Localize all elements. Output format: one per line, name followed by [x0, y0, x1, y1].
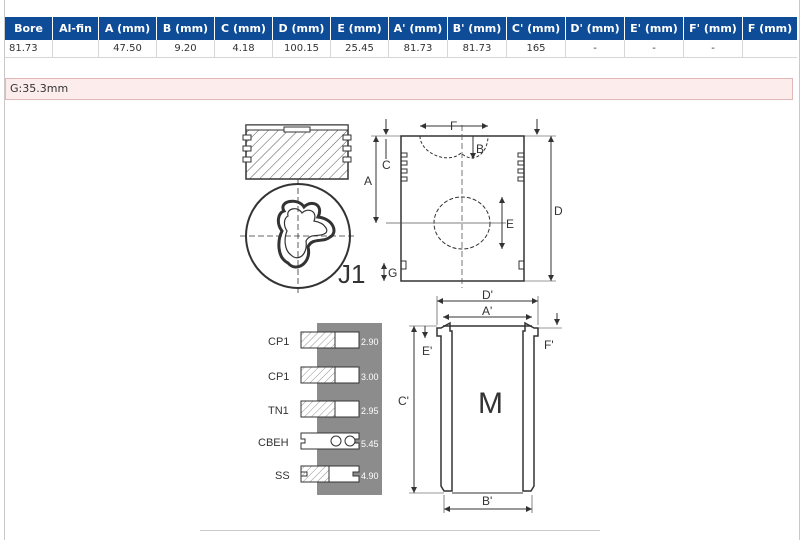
header-c-prime: C' (mm) [506, 17, 566, 40]
dim-label-a-prime: A' [482, 304, 492, 318]
cell-b-prime: 81.73 [447, 40, 507, 58]
cell-a: 47.50 [98, 40, 157, 58]
header-f: F (mm) [742, 17, 797, 40]
dim-label-c-prime: C' [398, 394, 409, 408]
ring-5-value: 4.90 [361, 471, 379, 481]
dim-label-e: E [506, 217, 514, 231]
bottom-divider [200, 530, 600, 531]
cell-f [742, 40, 797, 58]
cell-d: 100.15 [272, 40, 331, 58]
header-e: E (mm) [330, 17, 389, 40]
header-f-prime: F' (mm) [683, 17, 743, 40]
header-c: C (mm) [214, 17, 273, 40]
technical-diagram: J1 F C A B [226, 113, 576, 527]
dim-label-g: G [388, 266, 397, 280]
header-bore: Bore [5, 17, 53, 40]
note-text: G:35.3mm [10, 82, 69, 95]
cell-c-prime: 165 [506, 40, 566, 58]
cell-bore: 81.73 [5, 40, 53, 58]
dim-label-d: D [554, 204, 563, 218]
piston-side-view: F C A B E D G [364, 119, 563, 288]
piston-top-view: J1 [240, 179, 365, 293]
ring-5-name: SS [275, 470, 290, 482]
cell-e-prime: - [624, 40, 684, 58]
cell-e: 25.45 [330, 40, 389, 58]
ring-4-name: CBEH [258, 437, 289, 449]
ring-1-name: CP1 [268, 336, 289, 348]
header-b-prime: B' (mm) [447, 17, 507, 40]
ring-2-value: 3.00 [361, 372, 379, 382]
header-a-prime: A' (mm) [388, 17, 448, 40]
note-box: G:35.3mm [5, 78, 793, 100]
header-d: D (mm) [272, 17, 331, 40]
dim-label-f: F [450, 119, 457, 133]
cylinder-liner: M D' A' C' E' F' B' [398, 288, 562, 513]
dim-label-f-prime: F' [544, 338, 554, 352]
ring-2-name: CP1 [268, 371, 289, 383]
piston-section-view [242, 124, 352, 180]
header-d-prime: D' (mm) [565, 17, 625, 40]
header-b: B (mm) [156, 17, 215, 40]
ring-4-value: 5.45 [361, 439, 379, 449]
ring-1-value: 2.90 [361, 337, 379, 347]
cell-c: 4.18 [214, 40, 273, 58]
cell-b: 9.20 [156, 40, 215, 58]
ring-3-name: TN1 [268, 405, 289, 417]
cell-d-prime: - [565, 40, 625, 58]
cell-al-fin [52, 40, 99, 58]
specs-header-row: Bore Al-fin A (mm) B (mm) C (mm) D (mm) … [5, 17, 797, 40]
page-frame [4, 0, 800, 540]
dim-label-d-prime: D' [482, 288, 493, 302]
specs-table: Bore Al-fin A (mm) B (mm) C (mm) D (mm) … [5, 17, 797, 58]
specs-data-row: 81.73 47.50 9.20 4.18 100.15 25.45 81.73… [5, 40, 797, 58]
dim-label-e-prime: E' [422, 344, 432, 358]
dim-label-c: C [382, 158, 391, 172]
header-a: A (mm) [98, 17, 157, 40]
header-al-fin: Al-fin [52, 17, 99, 40]
dim-label-b-prime: B' [482, 494, 492, 508]
dim-label-b: B [476, 142, 484, 156]
header-e-prime: E' (mm) [624, 17, 684, 40]
ring-set: CP1 CP1 TN1 CBEH SS 2.90 3.00 2.95 5.45 … [258, 323, 382, 495]
piston-code: J1 [338, 259, 365, 289]
cell-a-prime: 81.73 [388, 40, 448, 58]
dim-label-a: A [364, 174, 372, 188]
liner-code: M [478, 387, 503, 420]
ring-3-value: 2.95 [361, 406, 379, 416]
cell-f-prime: - [683, 40, 743, 58]
